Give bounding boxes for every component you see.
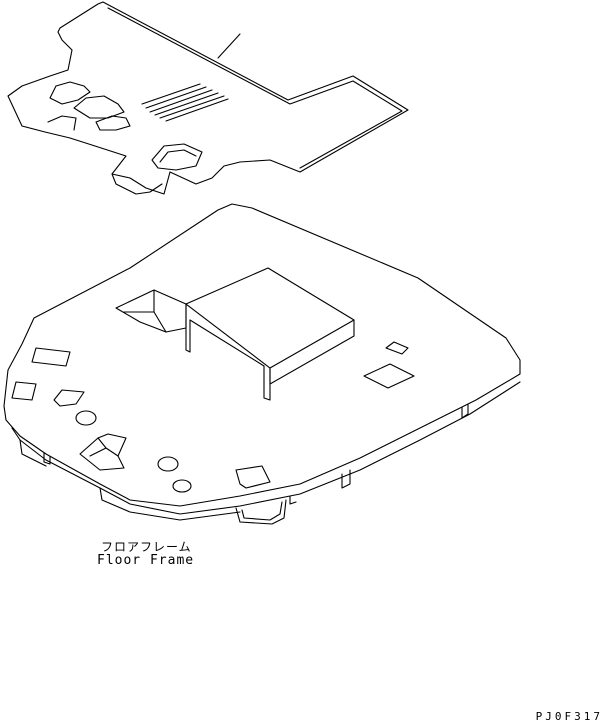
floor-mat-lever-cutout-inner — [159, 149, 197, 163]
floor-mat-inner-edge — [107, 7, 403, 169]
floor-frame-round-hole-2 — [157, 456, 179, 472]
floor-frame-slot — [385, 341, 409, 355]
floor-mat-leader-line — [217, 33, 241, 59]
floor-frame-hole-5 — [363, 363, 415, 389]
floor-mat-pedal-cutout-2 — [73, 95, 125, 119]
floor-frame-handle — [235, 499, 287, 525]
floor-frame-hole-4 — [235, 465, 271, 489]
floor-mat-bottom-tab — [111, 173, 163, 195]
floor-frame-rib-2 — [341, 469, 351, 489]
floor-frame-hole-3 — [53, 389, 85, 407]
part-label-english: Floor Frame — [97, 553, 195, 568]
floor-frame-side-wall-lower — [19, 439, 241, 521]
part-label-japanese: フロアフレーム — [101, 540, 192, 554]
floor-frame-round-hole-3 — [172, 479, 192, 493]
floor-mat-grooves — [141, 83, 229, 122]
floor-frame-rib-1 — [43, 447, 51, 465]
floor-frame-recess-inner — [123, 289, 167, 333]
floor-mat-notch — [47, 115, 77, 131]
floor-mat-pedal-cutout-1 — [49, 81, 91, 105]
floor-frame-handle-inner — [241, 501, 283, 521]
floor-frame-hole-2 — [11, 381, 37, 401]
floor-frame[interactable] — [3, 203, 521, 525]
floor-mat-lever-cutout — [151, 143, 203, 171]
floor-mat-outline — [7, 1, 409, 195]
floor-mat-pedal-cutout-3 — [95, 115, 131, 131]
floor-frame-round-hole-1 — [75, 410, 97, 426]
floor-frame-pedal-opening — [79, 433, 127, 471]
seat-mount-box-right-leg — [263, 365, 271, 401]
floor-frame-side-wall — [11, 381, 521, 515]
floor-frame-pedal-opening-inner — [89, 437, 119, 457]
floor-mat[interactable] — [7, 1, 409, 195]
floor-frame-hole-1 — [31, 347, 71, 367]
drawing-code: PJ0F317 — [535, 710, 603, 723]
floor-frame-rib-4 — [289, 495, 297, 505]
floor-frame-rib-3 — [461, 399, 469, 419]
seat-mount-box-edge — [189, 319, 265, 367]
